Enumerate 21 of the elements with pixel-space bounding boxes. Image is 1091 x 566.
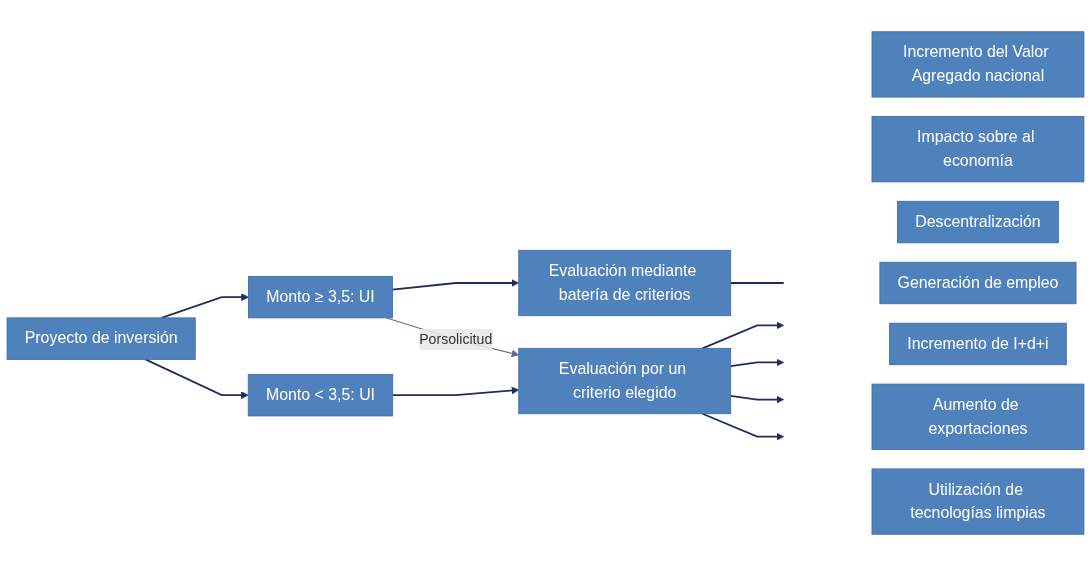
node-box: Monto < 3,5: UI — [247, 373, 394, 417]
node-box: Evaluación por un criterio elegido — [518, 347, 732, 415]
node-box: Aumento de exportaciones — [871, 383, 1085, 450]
node-box: Monto ≥ 3,5: UI — [248, 275, 393, 319]
arrow — [391, 386, 520, 397]
node-box: Incremento de I+d+i — [889, 322, 1067, 366]
arrow — [729, 358, 784, 368]
arrow — [701, 321, 784, 350]
arrow — [729, 394, 784, 404]
node-box: Utilización de tecnologías limpias — [871, 468, 1085, 535]
node-box: Incremento del Valor Agregado nacional — [871, 31, 1085, 98]
arrow — [391, 279, 520, 291]
node-box: Generación de empleo — [879, 261, 1077, 305]
node-box: Proyecto de inversión — [6, 317, 196, 360]
node-box: Descentralización — [897, 200, 1059, 244]
node-box: Impacto sobre al economía — [871, 116, 1085, 183]
arrow — [701, 412, 784, 441]
arrow — [144, 358, 249, 400]
edge-label: Porsolicitud — [419, 331, 493, 347]
connector — [729, 282, 785, 284]
node-box: Evaluación mediante batería de criterios — [518, 249, 732, 317]
